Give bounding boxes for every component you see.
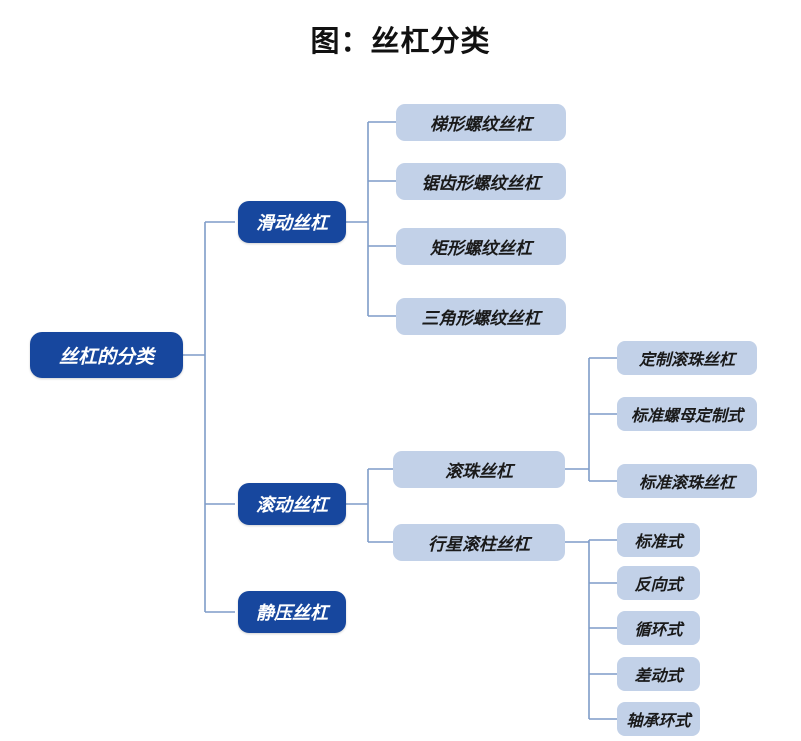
node-leaf-juxing[interactable]: 矩形螺纹丝杠 bbox=[396, 228, 566, 265]
node-leaf-biaozhun-gunzhu-label: 标准滚珠丝杠 bbox=[638, 475, 735, 492]
node-leaf-juxing-label: 矩形螺纹丝杠 bbox=[430, 239, 532, 258]
node-leaf-biaozhun-gunzhu[interactable]: 标准滚珠丝杠 bbox=[617, 464, 757, 498]
node-branch-gundong-label: 滚动丝杠 bbox=[256, 495, 328, 515]
node-leaf-zhouchenghuanshi[interactable]: 轴承环式 bbox=[617, 702, 700, 736]
node-leaf-xingxing-label: 行星滚柱丝杠 bbox=[428, 535, 530, 554]
node-leaf-juchixing[interactable]: 锯齿形螺纹丝杠 bbox=[396, 163, 566, 200]
node-leaf-sanjiaoxing[interactable]: 三角形螺纹丝杠 bbox=[396, 298, 566, 335]
node-branch-huadong-label: 滑动丝杠 bbox=[256, 213, 328, 233]
node-leaf-juchixing-label: 锯齿形螺纹丝杠 bbox=[421, 174, 541, 193]
node-leaf-fanxiangshi[interactable]: 反向式 bbox=[617, 566, 700, 600]
node-leaf-dingzhi-gunzhu[interactable]: 定制滚珠丝杠 bbox=[617, 341, 757, 375]
node-leaf-biaozhun-luomu[interactable]: 标准螺母定制式 bbox=[617, 397, 757, 431]
node-leaf-tixing-label: 梯形螺纹丝杠 bbox=[430, 115, 532, 134]
node-leaf-gunzhu-label: 滚珠丝杠 bbox=[445, 462, 513, 481]
node-leaf-tixing[interactable]: 梯形螺纹丝杠 bbox=[396, 104, 566, 141]
node-leaf-dingzhi-gunzhu-label: 定制滚珠丝杠 bbox=[638, 352, 735, 369]
node-leaf-xunhuanshi-label: 循环式 bbox=[634, 622, 683, 639]
node-leaf-fanxiangshi-label: 反向式 bbox=[634, 577, 683, 594]
node-leaf-chadongshi-label: 差动式 bbox=[634, 668, 683, 685]
node-branch-jingya[interactable]: 静压丝杠 bbox=[238, 591, 346, 633]
node-leaf-gunzhu[interactable]: 滚珠丝杠 bbox=[393, 451, 565, 488]
page-title: 图：丝杠分类 bbox=[310, 24, 491, 58]
node-leaf-xunhuanshi[interactable]: 循环式 bbox=[617, 611, 700, 645]
node-branch-gundong[interactable]: 滚动丝杠 bbox=[238, 483, 346, 525]
node-root-label: 丝杠的分类 bbox=[58, 346, 154, 368]
node-leaf-chadongshi[interactable]: 差动式 bbox=[617, 657, 700, 691]
node-leaf-biaozhunshi-label: 标准式 bbox=[634, 534, 683, 551]
node-leaf-xingxing[interactable]: 行星滚柱丝杠 bbox=[393, 524, 565, 561]
node-leaf-sanjiaoxing-label: 三角形螺纹丝杠 bbox=[421, 309, 541, 328]
node-branch-huadong[interactable]: 滑动丝杠 bbox=[238, 201, 346, 243]
node-leaf-zhouchenghuanshi-label: 轴承环式 bbox=[626, 713, 691, 730]
node-leaf-biaozhun-luomu-label: 标准螺母定制式 bbox=[630, 408, 743, 425]
node-leaf-biaozhunshi[interactable]: 标准式 bbox=[617, 523, 700, 557]
node-root[interactable]: 丝杠的分类 bbox=[30, 332, 183, 378]
node-branch-jingya-label: 静压丝杠 bbox=[256, 603, 328, 623]
